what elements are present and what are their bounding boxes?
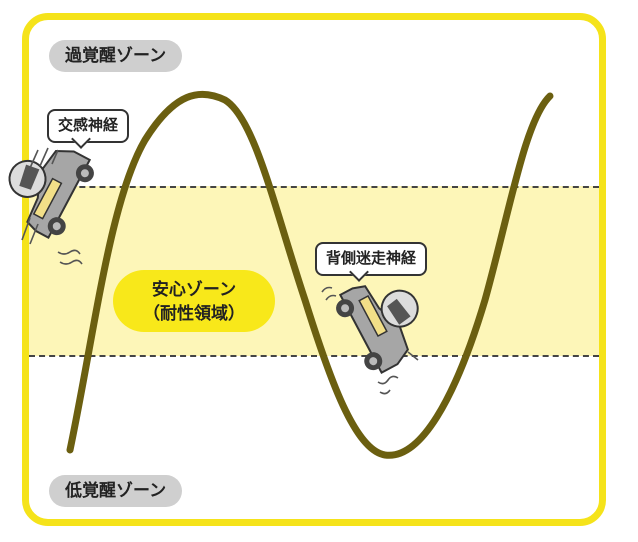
arousal-wave-path [66, 90, 554, 459]
safe-zone-label: 安心ゾーン （耐性領域） [113, 270, 275, 332]
car-with-driver-icon [8, 149, 94, 239]
upper-threshold-line [29, 186, 599, 188]
lower-threshold-line [29, 355, 599, 357]
high-arousal-zone-label: 過覚醒ゾーン [49, 40, 183, 72]
motion-lines-icon [321, 286, 419, 395]
car-with-driver-icon [336, 285, 419, 374]
safe-zone-title: 安心ゾーン [151, 280, 237, 300]
low-arousal-zone-label: 低覚醒ゾーン [49, 475, 183, 507]
dorsal-vagal-callout-text: 背側迷走神経 [326, 249, 417, 267]
sympathetic-callout-text: 交感神経 [58, 116, 119, 134]
dorsal-vagal-callout: 背側迷走神経 [315, 242, 428, 276]
safe-zone-subtitle: （耐性領域） [143, 304, 245, 324]
speed-lines-icon [21, 147, 83, 265]
